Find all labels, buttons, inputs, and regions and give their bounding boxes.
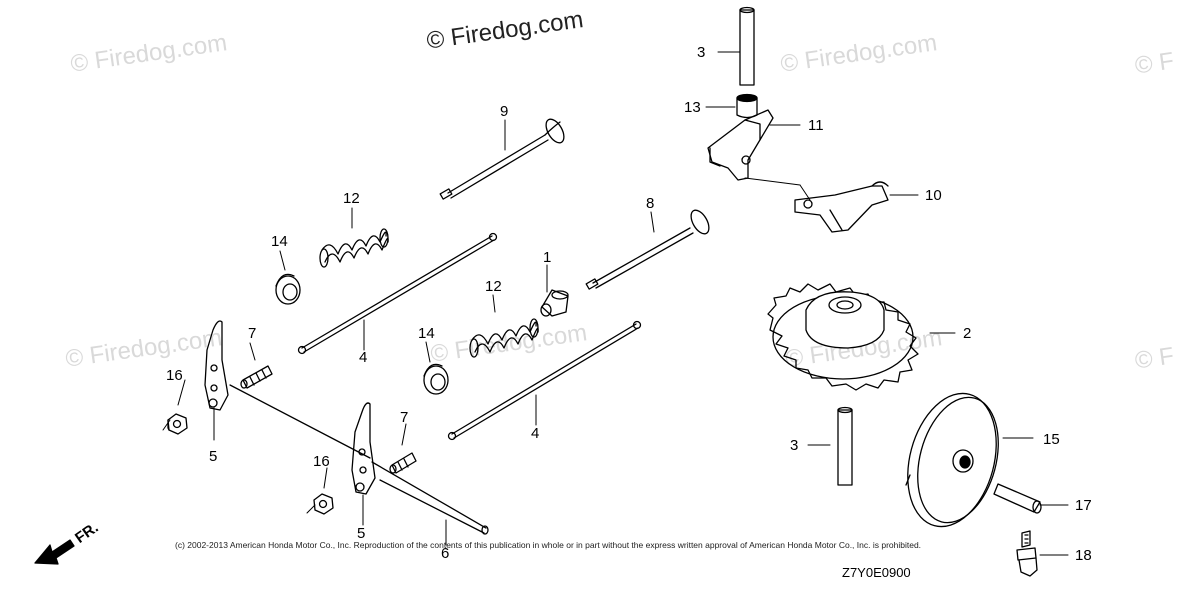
- part-3-pin-top: [739, 6, 755, 86]
- part-12-spring-right: [469, 318, 539, 358]
- diagram-code: Z7Y0E0900: [842, 565, 911, 580]
- callout-17: 17: [1075, 497, 1092, 514]
- callout-4-top: 4: [359, 349, 368, 366]
- part-16-nut-left: [167, 413, 188, 435]
- callout-13: 13: [684, 99, 701, 116]
- callout-5-left: 5: [209, 448, 218, 465]
- copyright-notice: (c) 2002-2013 American Honda Motor Co., …: [175, 540, 922, 550]
- part-7-screw-right: [389, 452, 417, 474]
- part-9-valve: [439, 118, 565, 200]
- callout-12-left: 12: [343, 190, 360, 207]
- part-14-seal-left: [275, 273, 301, 305]
- part-4-rod-top: [297, 232, 498, 355]
- callout-3-top: 3: [697, 44, 706, 61]
- callout-16-left: 16: [166, 367, 183, 384]
- part-5-arm-left: [204, 320, 229, 411]
- callout-11: 11: [808, 117, 824, 134]
- part-6-shaft: [229, 384, 489, 535]
- callout-4-bottom: 4: [531, 425, 540, 442]
- part-11-arm: [707, 109, 774, 181]
- callout-3-bottom: 3: [790, 437, 799, 454]
- part-17-pin: [993, 483, 1042, 514]
- callout-2: 2: [963, 325, 972, 342]
- part-15-governor: [905, 392, 999, 528]
- part-18-bolt: [1016, 530, 1038, 577]
- callout-14-right: 14: [418, 325, 435, 342]
- callout-6: 6: [441, 545, 450, 562]
- part-7-screw-left: [240, 365, 273, 389]
- callout-9: 9: [500, 103, 509, 120]
- part-2-gear: [767, 283, 919, 391]
- callout-18: 18: [1075, 547, 1092, 564]
- callout-10: 10: [925, 187, 942, 204]
- part-10-arm: [794, 181, 889, 233]
- part-16-nut-right: [313, 493, 334, 515]
- part-13-collar: [736, 93, 758, 119]
- callout-7-right: 7: [400, 409, 409, 426]
- part-14-seal-right: [423, 363, 449, 395]
- part-3-pin-bottom: [837, 406, 853, 486]
- part-8-valve: [585, 209, 710, 290]
- callout-12-right: 12: [485, 278, 502, 295]
- part-4-rod-bottom: [447, 320, 642, 441]
- leader-lines: [162, 51, 1069, 556]
- callout-1: 1: [543, 249, 552, 266]
- callout-7-left: 7: [248, 325, 257, 342]
- callout-15: 15: [1043, 431, 1060, 448]
- part-5-arm-right: [351, 402, 376, 495]
- front-arrow-icon: [34, 539, 75, 565]
- part-1-retainer: [540, 289, 569, 317]
- callout-14-left: 14: [271, 233, 288, 250]
- part-12-spring-left: [319, 228, 389, 268]
- callout-5-right: 5: [357, 525, 366, 542]
- callout-16-right: 16: [313, 453, 330, 470]
- callout-8: 8: [646, 195, 655, 212]
